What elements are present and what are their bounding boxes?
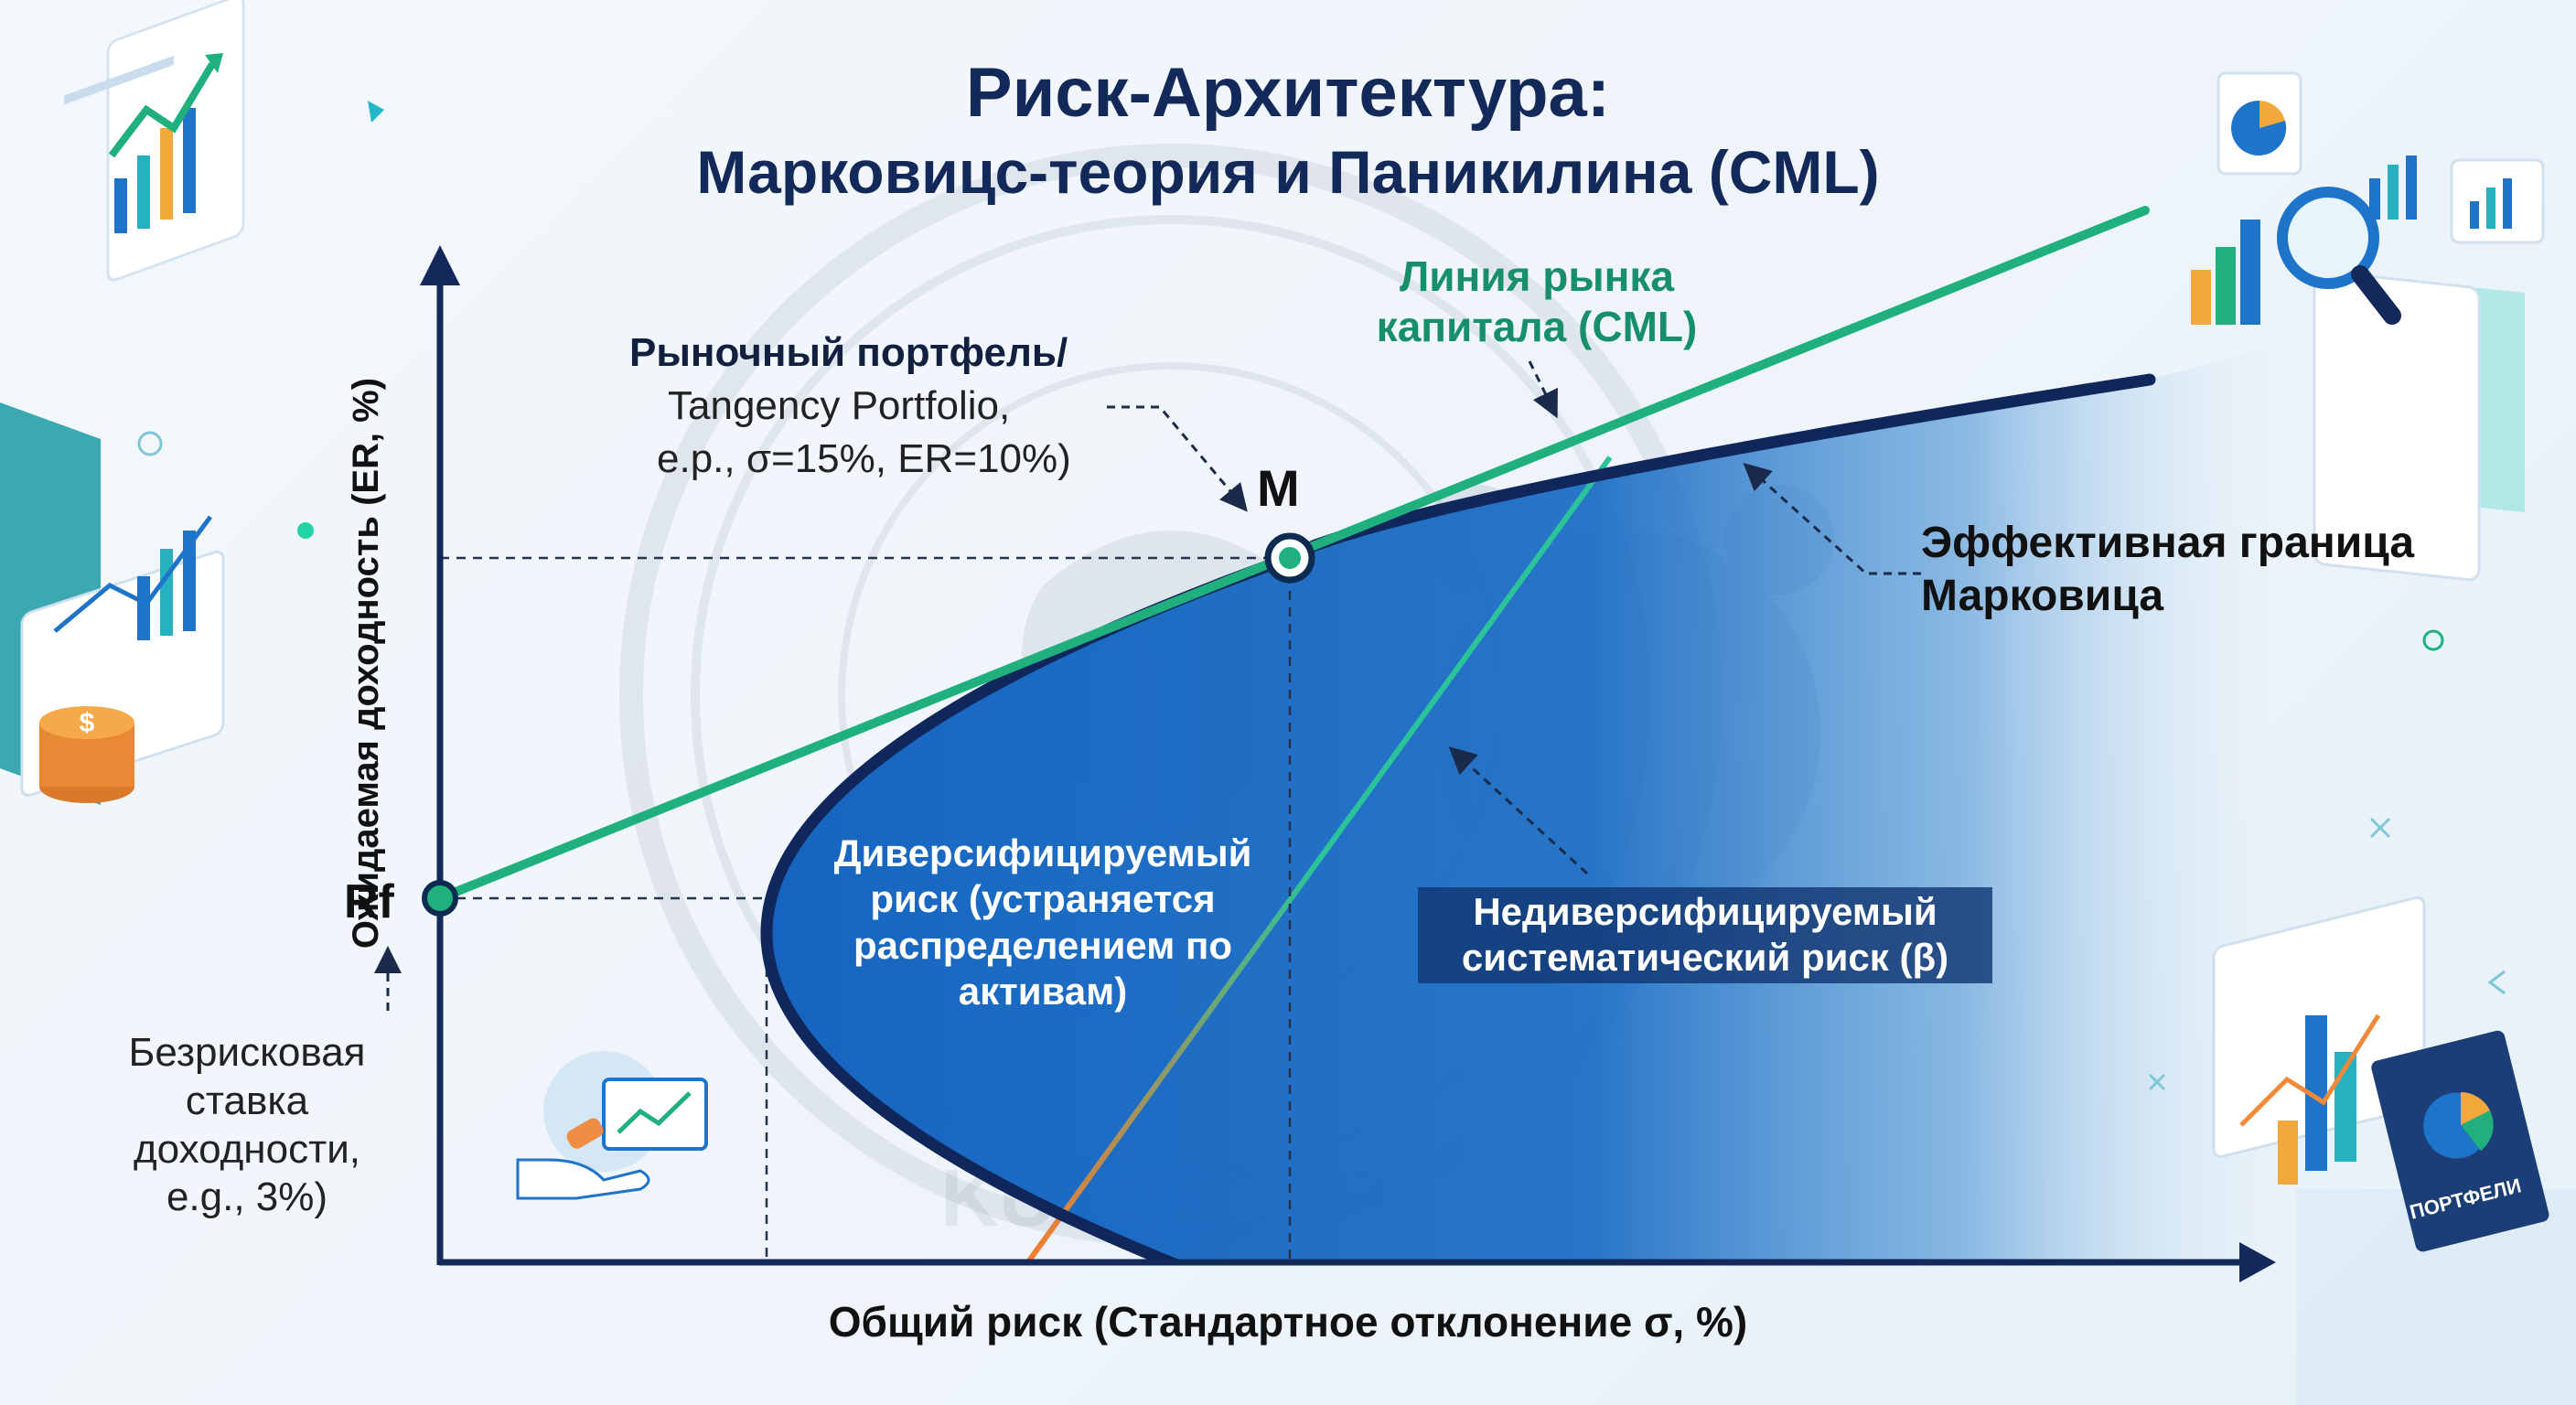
x-axis-arrow-icon (2239, 1242, 2276, 1282)
beta-risk-line (1025, 456, 1613, 1260)
market-portfolio-label-line-2: Tangency Portfolio, (668, 383, 1011, 428)
guide-lines (440, 556, 1292, 1262)
decorative-triangle (368, 101, 384, 123)
bar-chart-board-icon (64, 0, 245, 282)
coins-chart-board-icon: $ (0, 402, 225, 805)
risky-portfolios-region (767, 348, 2269, 1260)
risk-free-rate-label: Безрисковая ставка доходности, e.g., 3%) (128, 1030, 366, 1220)
annotation-arrows (374, 360, 1921, 1011)
title-line-1: Риск-Архитектура: (965, 54, 1611, 132)
reports-magnifier-icon (2191, 71, 2545, 582)
market-portfolio-label-line-1: Рыночный портфель/ (629, 330, 1068, 375)
m-label: M (1257, 459, 1300, 517)
market-portfolio-point-center (1279, 547, 1301, 569)
x-axis-label: Общий риск (Стандартное отклонение σ, %) (828, 1298, 1748, 1346)
portfolio-folder-icon: ПОРТФЕЛИ (2212, 896, 2576, 1405)
frontier-arrow (1743, 462, 1921, 575)
rf-label: Rf (344, 875, 394, 928)
diversifiable-risk-label: Диверсифицируемый риск (устраняется расп… (833, 831, 1252, 1014)
title-line-2: Марковицс-теория и Паникилина (CML) (696, 138, 1880, 206)
svg-text:$: $ (80, 708, 95, 738)
y-axis-label: Ожидаемая доходность (ER, %) (346, 377, 386, 949)
cml-arrow (1528, 360, 1558, 419)
market-portfolio-arrow (1107, 405, 1248, 512)
nondiv-arrow (1448, 745, 1589, 875)
rf-point (422, 880, 458, 917)
decorative-marks (137, 431, 2506, 1091)
hand-chart-icon (516, 1051, 708, 1200)
market-portfolio-label-line-3: e.p., σ=15%, ER=10%) (657, 436, 1071, 481)
efficient-frontier-label: Эффективная граница Марковица (1921, 519, 2415, 620)
y-axis-arrow-icon (420, 245, 460, 285)
nondiversifiable-risk-label: Недиверсифицируемый систематический риск… (1418, 887, 1992, 983)
cml-label: Линия рынка капитала (CML) (1376, 252, 1698, 351)
decorative-dot (297, 522, 314, 539)
